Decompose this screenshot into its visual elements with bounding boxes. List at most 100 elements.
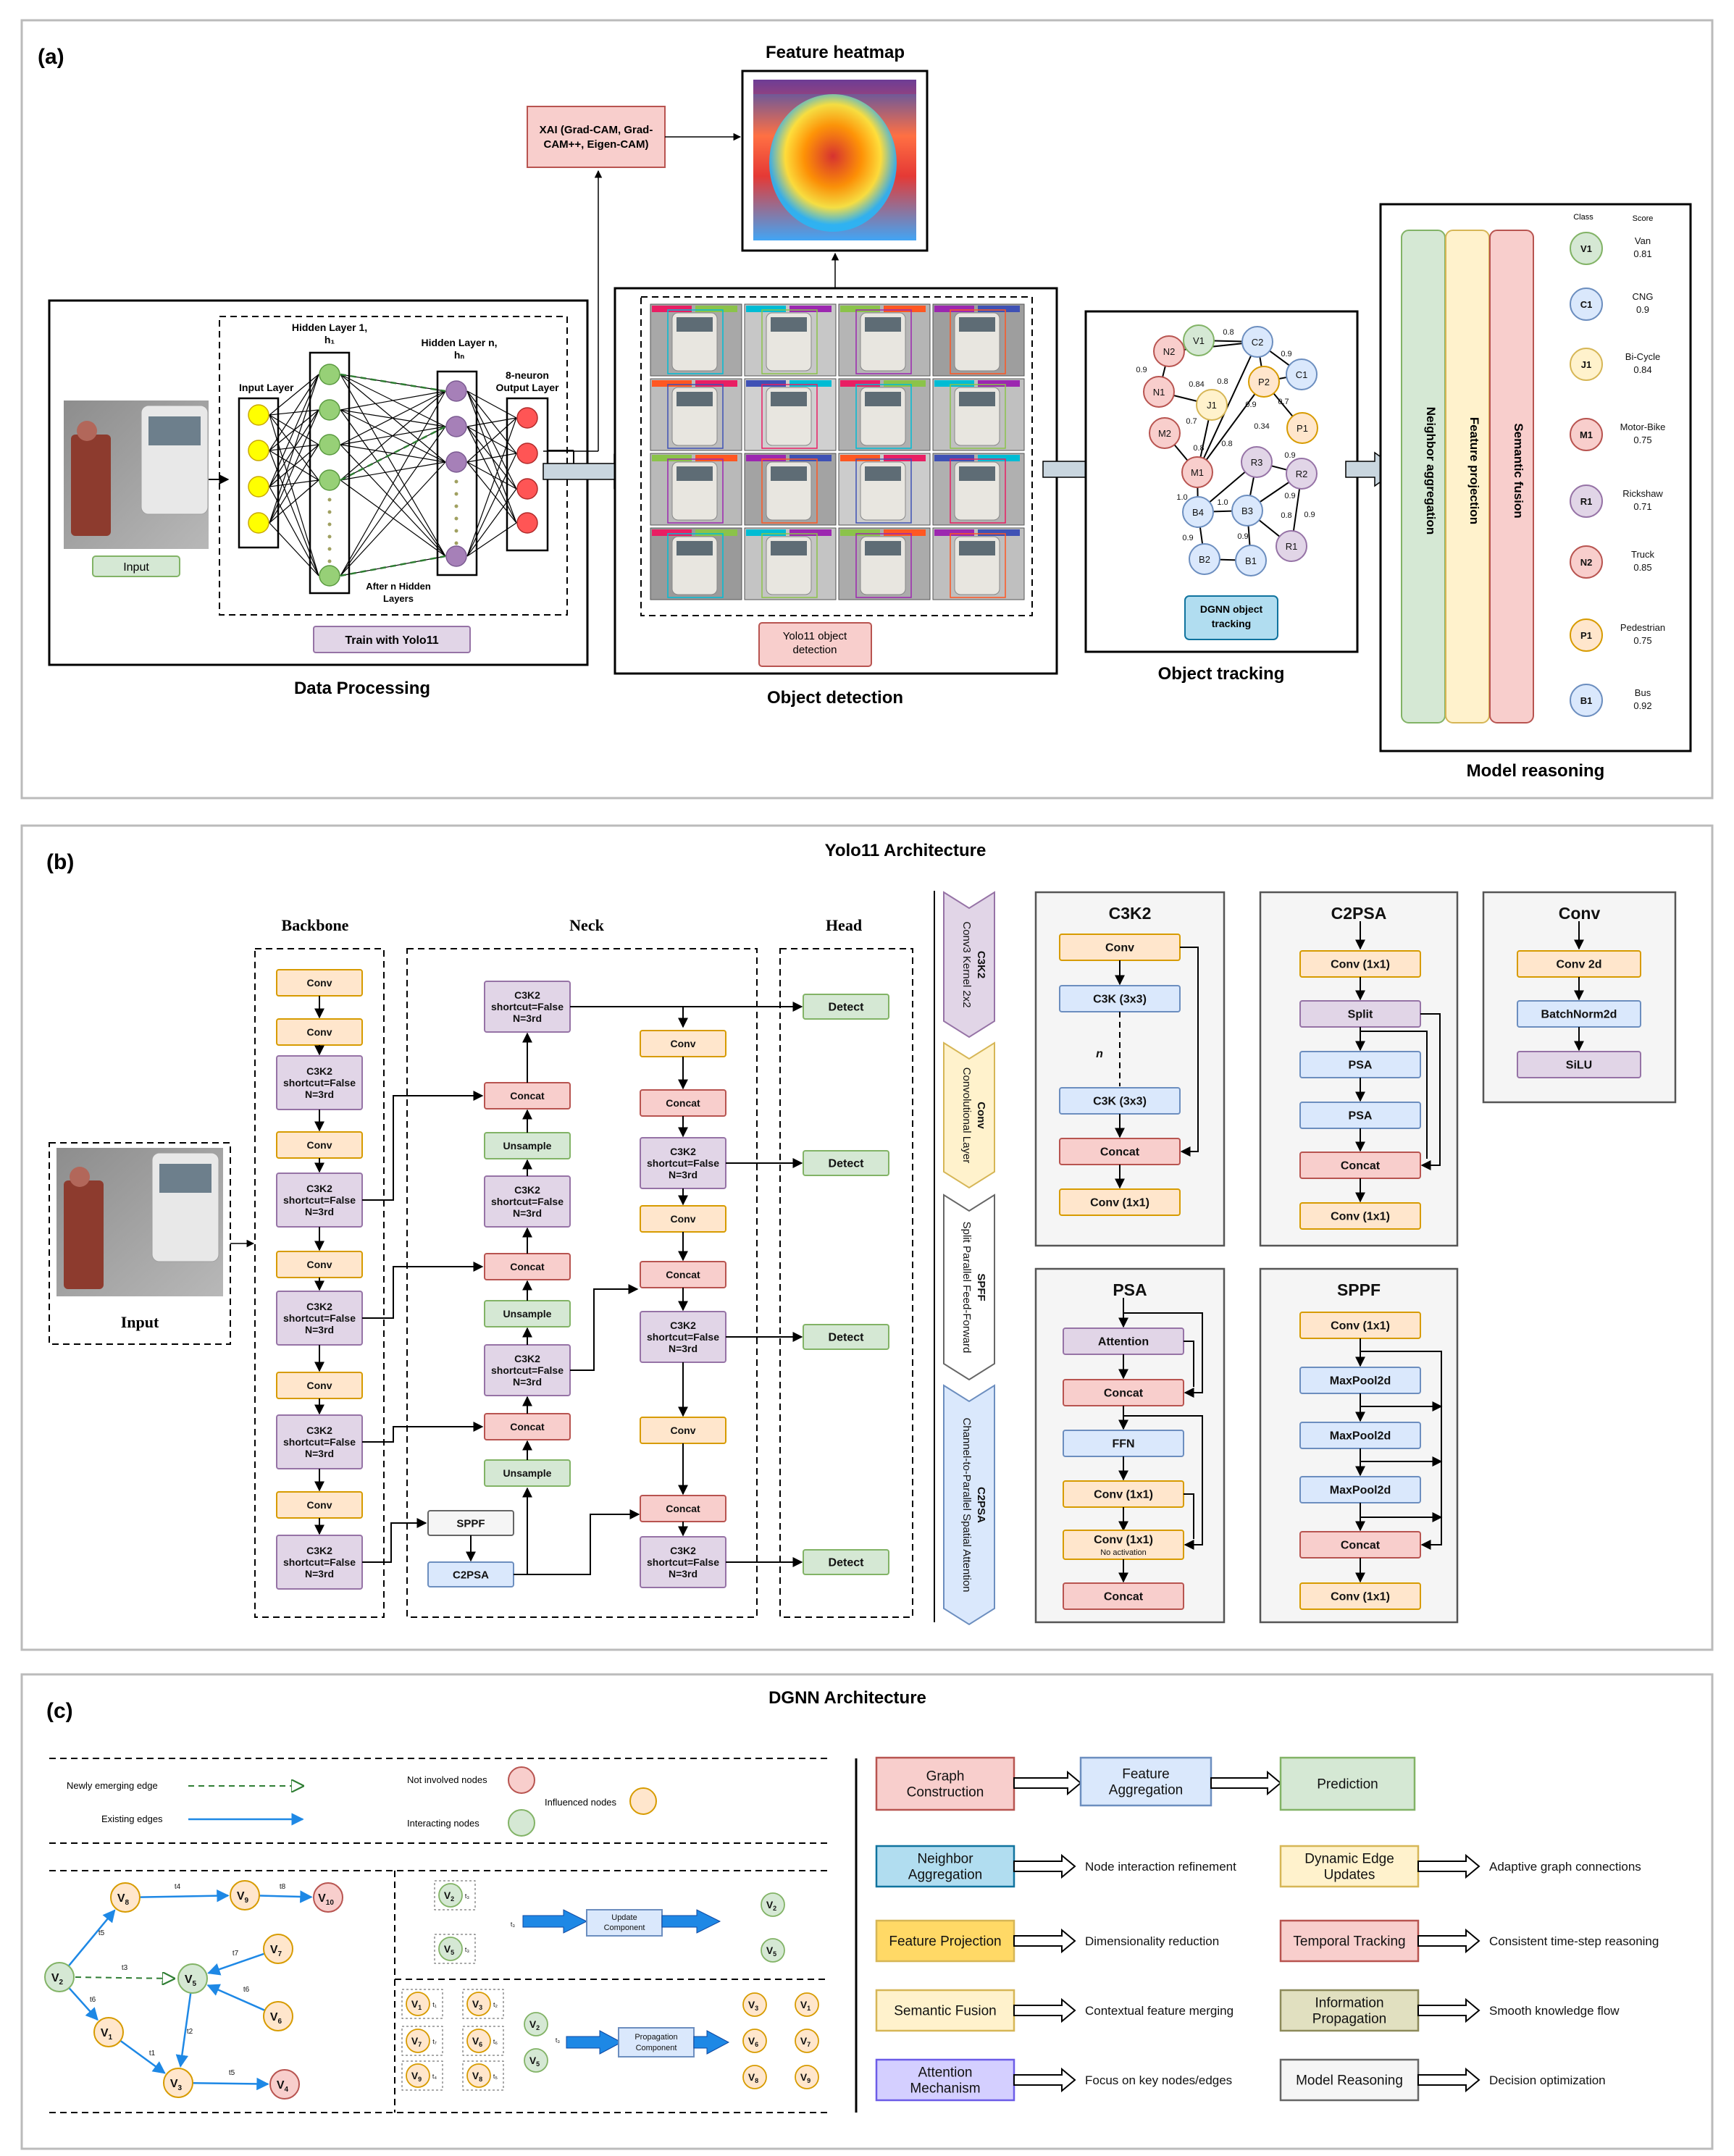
- track-node-r2: [1286, 458, 1318, 490]
- legend-not-involved-node: [508, 1766, 535, 1794]
- neck-concat: Concat: [484, 1082, 571, 1110]
- flow-prediction: [1279, 1756, 1416, 1811]
- mini-time: t₃: [465, 1946, 470, 1953]
- detection-bbox: [667, 309, 724, 374]
- item-desc-7: Decision optimization: [1489, 2073, 1606, 2087]
- dgnn-node-v9: [230, 1880, 260, 1910]
- detection-bbox: [667, 384, 724, 449]
- track-node-label: M1: [1191, 467, 1204, 478]
- flow-arrow-1: [1013, 1770, 1082, 1796]
- c2psa-item-text: Concat: [1341, 1160, 1381, 1173]
- sppf-item: MaxPool2d: [1299, 1422, 1421, 1449]
- backbone-conv: Conv: [276, 1491, 363, 1519]
- update-arrow-in: [522, 1909, 588, 1934]
- class-node-b1: [1570, 684, 1603, 717]
- update-component-box: [586, 1909, 663, 1937]
- ellipsis-dot: [327, 510, 332, 514]
- neck-unsample-text: Unsample: [503, 1467, 552, 1479]
- neck-right-conv-text: Conv: [671, 1213, 696, 1225]
- track-node-c2: [1241, 326, 1273, 358]
- detection-tag: [789, 380, 832, 387]
- after-n-label-a: After n Hidden: [366, 581, 431, 592]
- ellipsis-dot: [454, 492, 458, 496]
- detection-tag: [884, 529, 926, 536]
- c3k2-c3k-b-text: C3K (3x3): [1093, 1096, 1147, 1108]
- legend-desc: Convolutional Layer: [960, 1067, 973, 1164]
- backbone-c3k2-text: N=3rd: [305, 1324, 334, 1335]
- c3k2-conv1x1: Conv (1x1): [1059, 1188, 1181, 1216]
- class-score: 0.92: [1633, 700, 1651, 711]
- neuron-1-4: [319, 565, 340, 587]
- dgnn-arch-title: DGNN Architecture: [768, 1688, 926, 1708]
- class-node-p1: [1570, 618, 1603, 652]
- edge-weight: 0.9: [1237, 532, 1248, 541]
- sppf-item: MaxPool2d: [1299, 1476, 1421, 1503]
- detection-tag: [695, 529, 737, 536]
- detection-bbox: [950, 384, 1006, 449]
- track-node-n2: [1153, 335, 1185, 367]
- edge-weight: 0.7: [1186, 417, 1197, 426]
- propagation-b: Component: [636, 2044, 677, 2052]
- neuron-2-0: [445, 380, 467, 402]
- mini-time: t₆: [493, 2038, 498, 2045]
- neck-c3k2-text: shortcut=False: [491, 1196, 564, 1207]
- backbone-conv: Conv: [276, 1018, 363, 1046]
- class-name: Bus: [1635, 687, 1651, 698]
- prop-time: t₃: [556, 2037, 561, 2044]
- mini-node: [466, 2029, 491, 2053]
- legend-name: Conv: [975, 1102, 987, 1129]
- backbone-box: [254, 948, 385, 1618]
- track-node-label: B3: [1241, 506, 1253, 516]
- class-node-label: N2: [1580, 557, 1593, 568]
- detection-window: [771, 317, 807, 332]
- backbone-conv-text: Conv: [307, 1139, 332, 1151]
- detect-box-text: Detect: [829, 1158, 865, 1170]
- track-node-label: N1: [1153, 387, 1165, 398]
- neuron-3-2: [516, 478, 538, 500]
- edge-weight: 1.0: [1176, 493, 1187, 502]
- neck-right-concat-text: Concat: [666, 1269, 700, 1280]
- detection-window: [677, 392, 713, 406]
- mini-node: [438, 1883, 463, 1908]
- neck-right-concat-text: Concat: [666, 1097, 700, 1109]
- detection-bbox: [761, 458, 818, 524]
- neuron-3-3: [516, 512, 538, 534]
- psa-item-rect: [1063, 1582, 1184, 1610]
- detection-window: [865, 317, 901, 332]
- sppf-item-text: Concat: [1341, 1540, 1381, 1552]
- legend-existing: Existing edges: [101, 1813, 163, 1824]
- track-node-label: P2: [1258, 377, 1270, 387]
- backbone-c3k2-text: N=3rd: [305, 1206, 334, 1217]
- neck-right-conv-text: Conv: [671, 1038, 696, 1049]
- backbone-conv-text: Conv: [307, 1380, 332, 1391]
- track-node-label: R2: [1296, 469, 1308, 479]
- neck-concat-text: Concat: [510, 1421, 545, 1433]
- layer-box-1: [309, 351, 351, 595]
- dgnn-node-v1: [93, 2017, 124, 2047]
- detection-tag: [789, 455, 832, 461]
- hidden-n-label-a: Hidden Layer n,: [421, 337, 497, 348]
- detect-box-rect: [803, 1549, 889, 1575]
- c2psa-item-text: Conv (1x1): [1331, 959, 1390, 971]
- item-box-7: [1279, 2058, 1420, 2102]
- train-yolo-label: Train with Yolo11: [345, 634, 438, 647]
- detection-grid: [650, 303, 1025, 600]
- dgnn-edge-time: t6: [243, 1986, 250, 1994]
- detection-bbox: [855, 458, 912, 524]
- head-title: Head: [826, 916, 862, 934]
- panel-b-label: (b): [46, 850, 74, 874]
- track-node-label: C1: [1296, 369, 1308, 380]
- detection-window: [771, 541, 807, 555]
- detection-tag: [978, 306, 1020, 312]
- input-title-b: Input: [121, 1313, 159, 1331]
- item-box-6-text: Attention: [918, 2065, 973, 2081]
- c3k2-concat: Concat: [1059, 1138, 1181, 1165]
- detection-tag: [695, 455, 737, 461]
- track-node-m2: [1149, 417, 1181, 449]
- neck-right-concat: Concat: [640, 1495, 726, 1522]
- neuron-2-2: [445, 451, 467, 473]
- dgnn-tracking-box: [1184, 595, 1278, 640]
- c3k2-conv1x1-text: Conv (1x1): [1090, 1197, 1149, 1209]
